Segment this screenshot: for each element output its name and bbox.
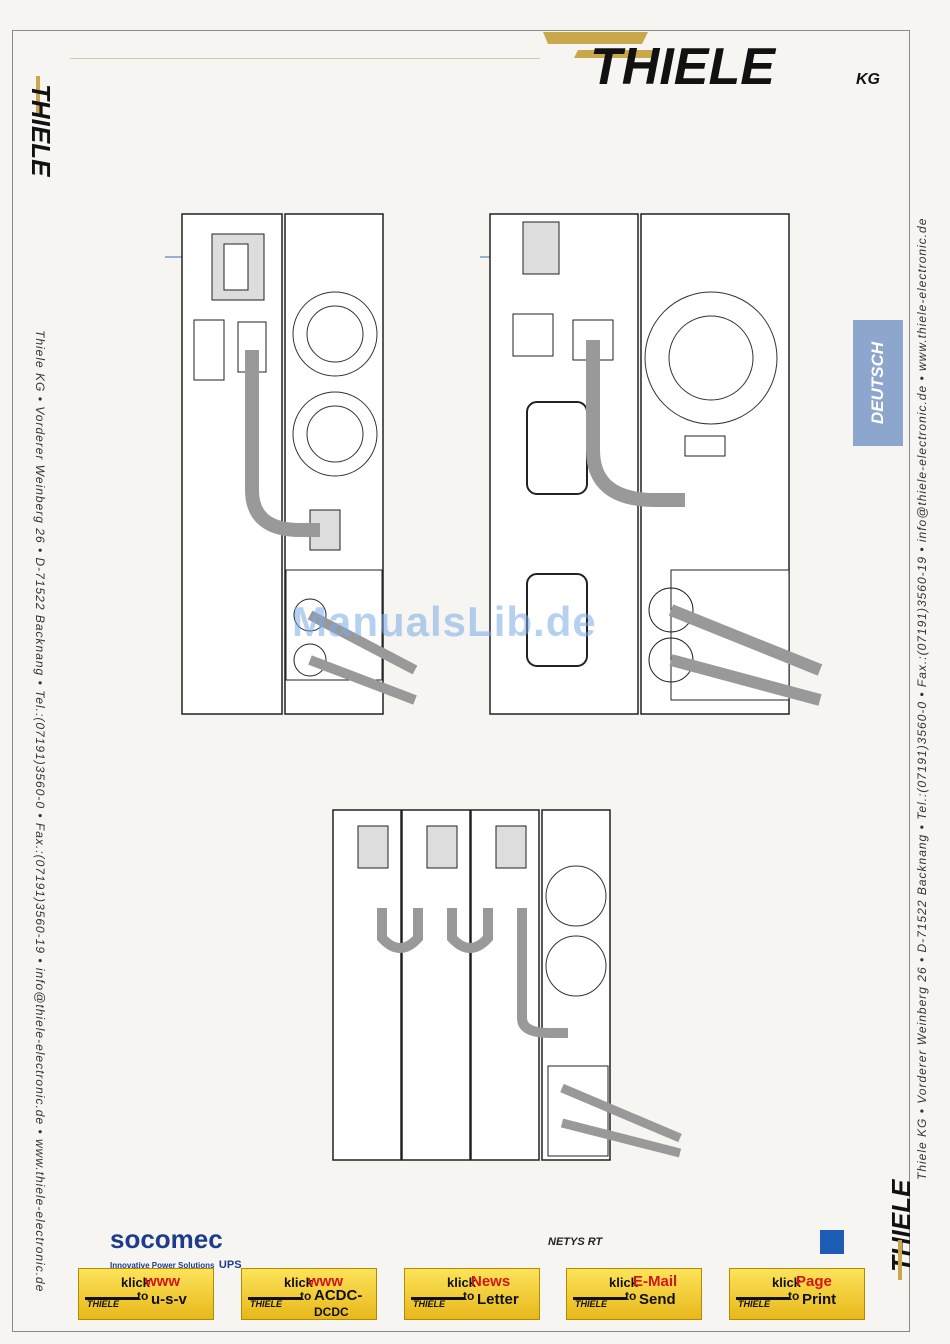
- btn-klick: klick: [447, 1275, 476, 1290]
- klick-to-email-button[interactable]: klick to E-Mail Send THIELE: [566, 1268, 702, 1320]
- btn-logo: THIELE: [575, 1299, 608, 1309]
- btn-logo: THIELE: [87, 1299, 120, 1309]
- btn-logo: THIELE: [413, 1299, 446, 1309]
- diagram-ups-multi-battery: [330, 808, 685, 1173]
- klick-to-newsletter-button[interactable]: klick to News Letter THIELE: [404, 1268, 540, 1320]
- btn-dest2: ACDC-: [314, 1287, 363, 1304]
- btn-dest2: Send: [639, 1291, 676, 1308]
- thiele-logo-vertical-left: THIELE: [22, 76, 56, 221]
- page-marker-square: [820, 1230, 844, 1254]
- brand-text-vertical: THIELE: [26, 84, 52, 177]
- btn-dest2: Print: [802, 1291, 837, 1308]
- brand-suffix: KG: [856, 71, 880, 88]
- page-frame: [12, 30, 910, 1332]
- thiele-logo: THIELE KG: [538, 28, 888, 96]
- btn-klick: klick: [772, 1275, 801, 1290]
- btn-klick: klick: [284, 1275, 313, 1290]
- product-name: NETYS RT: [548, 1236, 603, 1248]
- btn-klick: klick: [121, 1275, 150, 1290]
- btn-klick: klick: [609, 1275, 638, 1290]
- header-rule: [70, 58, 540, 59]
- btn-dest1: www: [145, 1273, 181, 1290]
- language-tab-label: DEUTSCH: [868, 341, 887, 425]
- btn-dest1: News: [471, 1273, 511, 1290]
- btn-logo-swoosh: [411, 1297, 465, 1300]
- btn-to: to: [463, 1289, 475, 1303]
- contact-line-left: Thiele KG • Vorderer Weinberg 26 • D-715…: [33, 330, 47, 1293]
- btn-logo-swoosh: [248, 1297, 302, 1300]
- socomec-ups: UPS: [218, 1259, 242, 1271]
- klick-to-acdc-dcdc-button[interactable]: klick to www ACDC- DCDC THIELE: [241, 1268, 377, 1320]
- btn-dest3: DCDC: [314, 1305, 349, 1319]
- diagram-ups-battery-left: [160, 210, 430, 725]
- brand-text: THIELE: [590, 38, 776, 90]
- thiele-logo-vertical-right: THIELE: [886, 1140, 918, 1285]
- klick-to-usv-button[interactable]: klick to www u-s-v THIELE: [78, 1268, 214, 1320]
- btn-dest2: Letter: [477, 1291, 519, 1308]
- watermark-text: ManualsLib.de: [292, 598, 597, 645]
- btn-dest1: www: [308, 1273, 344, 1290]
- btn-logo-swoosh: [573, 1297, 627, 1300]
- btn-to: to: [300, 1289, 312, 1303]
- socomec-tagline: Innovative Power Solutions: [110, 1261, 215, 1270]
- btn-logo: THIELE: [250, 1299, 283, 1309]
- btn-logo: THIELE: [738, 1299, 771, 1309]
- socomec-brand: socomec: [110, 1224, 223, 1254]
- klick-to-page-print-button[interactable]: klick to Page Print THIELE: [729, 1268, 865, 1320]
- diagram-ups-battery-right: [475, 210, 825, 725]
- btn-to: to: [625, 1289, 637, 1303]
- btn-to: to: [788, 1289, 800, 1303]
- btn-dest1: E-Mail: [633, 1273, 678, 1290]
- btn-to: to: [137, 1289, 149, 1303]
- btn-dest1: Page: [796, 1273, 832, 1290]
- btn-logo-swoosh: [736, 1297, 790, 1300]
- language-tab-deutsch[interactable]: DEUTSCH: [853, 320, 903, 446]
- socomec-logo: socomec Innovative Power Solutions UPS: [110, 1224, 242, 1273]
- btn-dest2: u-s-v: [151, 1291, 187, 1308]
- contact-line-right: Thiele KG • Vorderer Weinberg 26 • D-715…: [915, 217, 929, 1180]
- btn-logo-swoosh: [85, 1297, 139, 1300]
